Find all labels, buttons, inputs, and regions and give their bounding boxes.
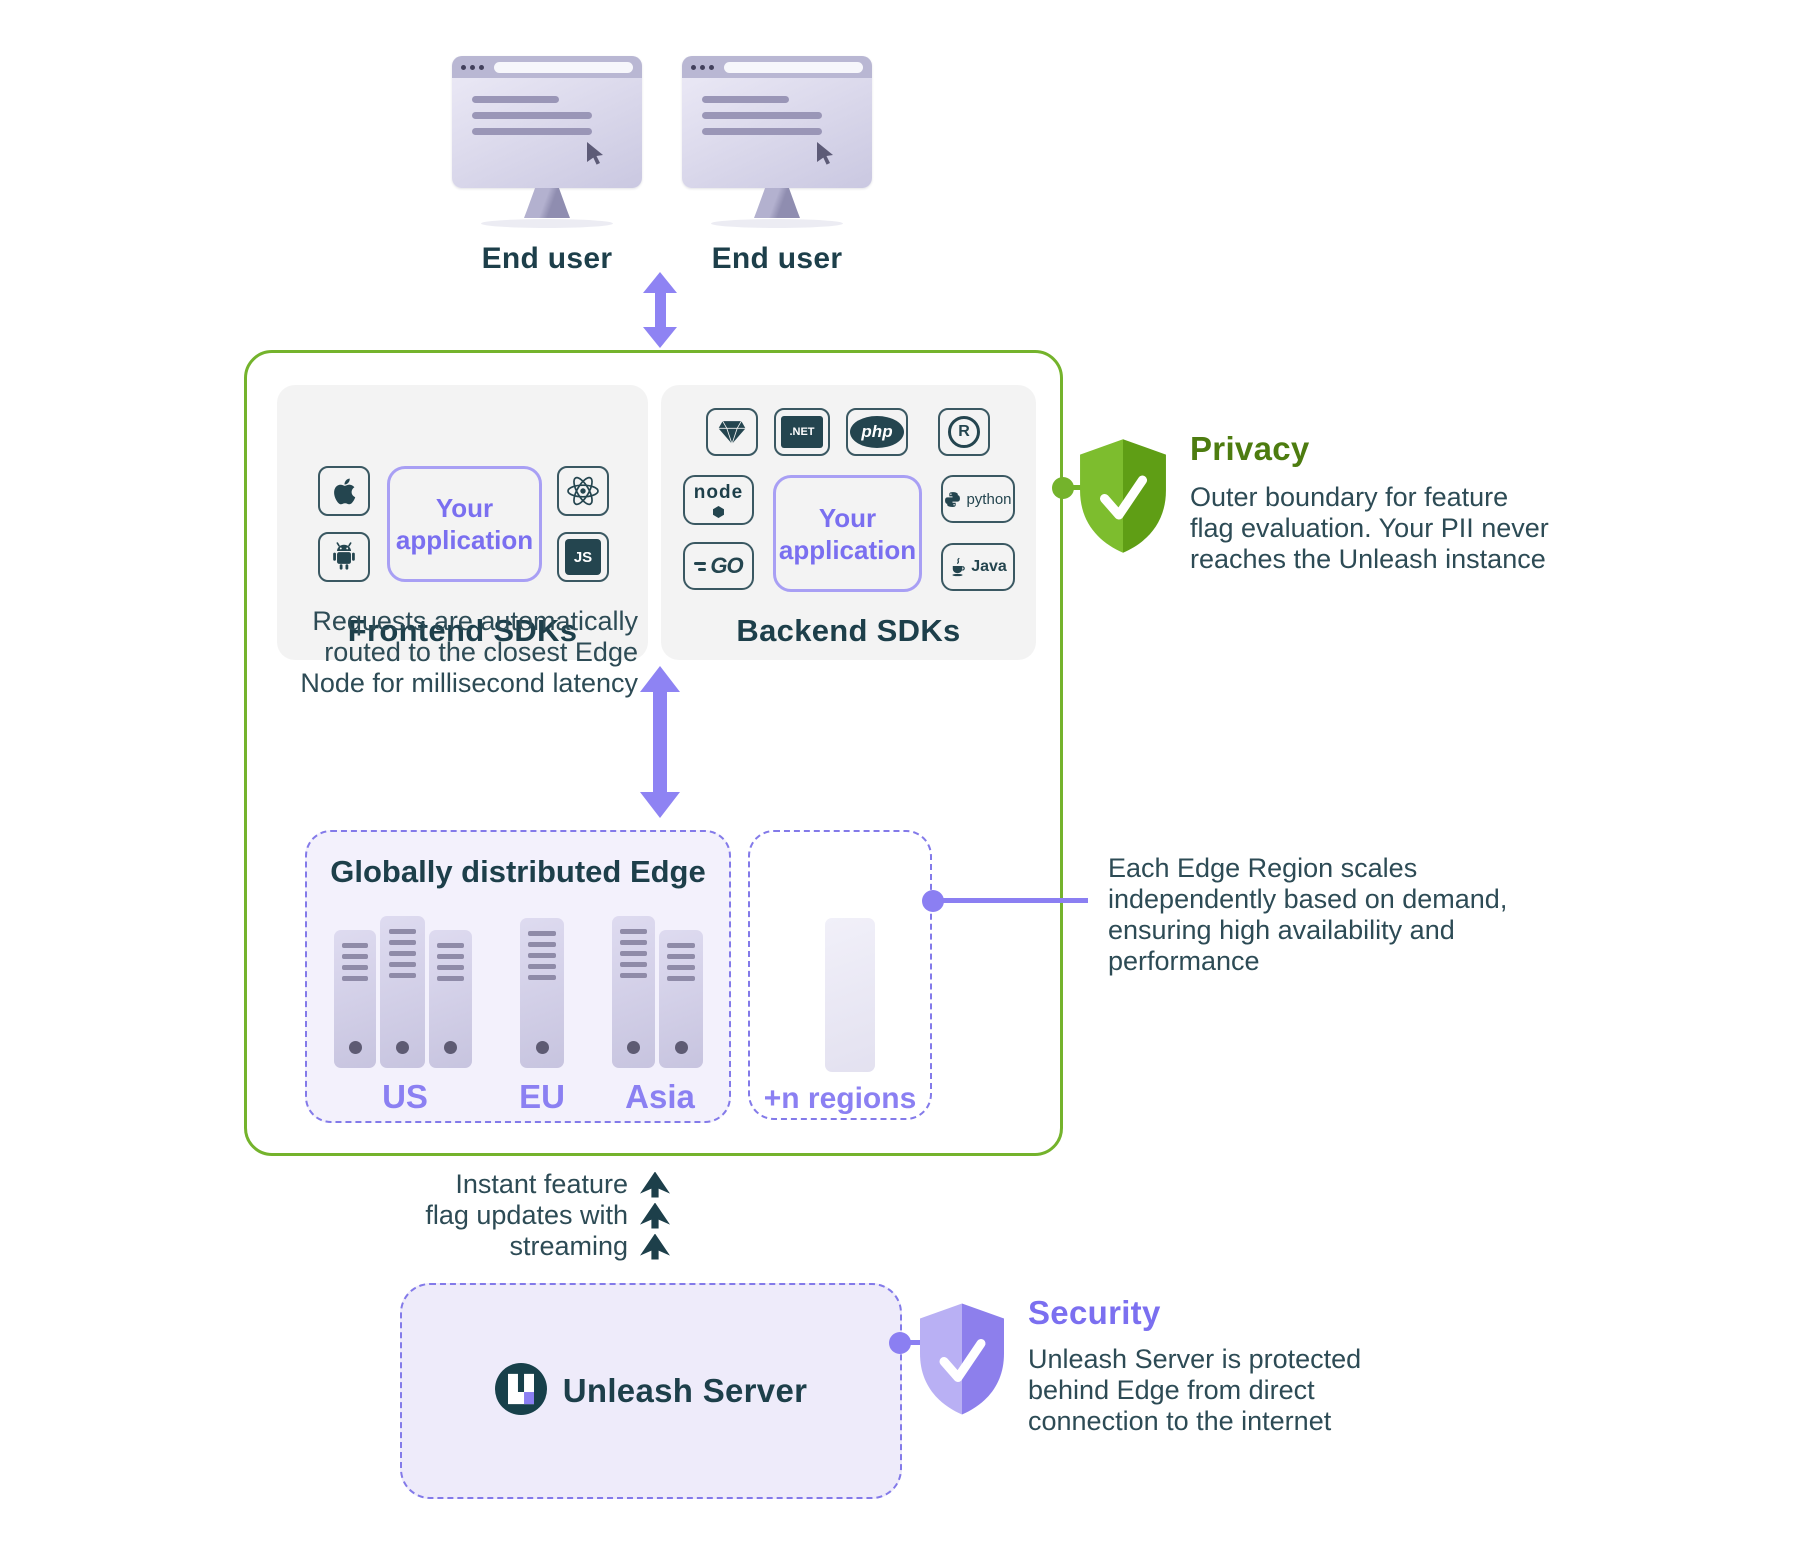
browser-titlebar xyxy=(682,56,872,78)
end-user-label: End user xyxy=(481,242,613,275)
privacy-boundary-box xyxy=(244,350,1063,1156)
rust-icon: R xyxy=(938,408,990,456)
unleash-logo-icon xyxy=(494,1362,547,1420)
cursor-icon xyxy=(586,142,606,171)
java-wordmark: Java xyxy=(971,558,1007,575)
edge-region-box: Globally distributed Edge US EU Asia xyxy=(305,830,731,1123)
cursor-icon xyxy=(816,142,836,171)
stream-up-arrow-icon xyxy=(640,1233,670,1260)
monitor-shadow xyxy=(481,219,613,228)
streaming-note-line: Instant feature xyxy=(455,1169,628,1199)
bidirectional-arrow-icon xyxy=(640,666,680,818)
end-user-monitor: End user xyxy=(682,56,872,276)
server-tower xyxy=(612,916,655,1068)
more-regions-box: +n regions xyxy=(748,830,932,1120)
security-title: Security xyxy=(1028,1294,1161,1331)
monitor-stand xyxy=(754,188,800,218)
python-icon: python xyxy=(941,475,1015,523)
security-connector-dot xyxy=(889,1332,911,1354)
address-bar xyxy=(724,61,863,73)
window-dot xyxy=(461,64,466,70)
python-wordmark: python xyxy=(966,490,1012,508)
privacy-connector-dot xyxy=(1052,477,1074,499)
privacy-shield-icon xyxy=(1078,436,1168,561)
dotnet-badge: .NET xyxy=(781,416,823,448)
window-dot xyxy=(709,64,714,70)
backend-sdks-panel: .NET php R node GO Your application xyxy=(661,385,1036,660)
end-user-label: End user xyxy=(711,242,843,275)
region-label-us: US xyxy=(382,1078,428,1115)
streaming-note-line: streaming xyxy=(509,1231,628,1261)
streaming-note-line: flag updates with xyxy=(425,1200,628,1230)
go-wordmark: GO xyxy=(710,553,743,578)
server-tower xyxy=(429,930,472,1068)
server-tower xyxy=(520,918,564,1068)
streaming-note: Instant feature flag updates with stream… xyxy=(310,1169,670,1262)
browser-titlebar xyxy=(452,56,642,78)
browser-window xyxy=(452,56,642,188)
dotnet-icon: .NET xyxy=(774,408,830,456)
your-application-box: Your application xyxy=(387,466,542,582)
your-application-box: Your application xyxy=(773,475,922,592)
ruby-icon xyxy=(706,408,758,456)
unleash-server-label: Unleash Server xyxy=(562,1372,808,1409)
unleash-server-box: Unleash Server xyxy=(400,1283,902,1499)
server-tower xyxy=(334,930,376,1068)
more-regions-label: +n regions xyxy=(763,1082,917,1115)
android-icon xyxy=(318,532,370,582)
backend-sdks-title: Backend SDKs xyxy=(736,613,961,648)
monitor-stand xyxy=(524,188,570,218)
server-tower xyxy=(659,930,703,1068)
node-hexagon xyxy=(712,506,724,518)
js-badge: JS xyxy=(565,539,601,575)
go-icon: GO xyxy=(683,542,754,590)
rust-badge: R xyxy=(948,416,980,448)
window-dot xyxy=(479,64,484,70)
faded-server-tower xyxy=(825,918,875,1072)
edge-note-connector-dot xyxy=(922,890,944,912)
stream-up-arrow-icon xyxy=(640,1202,670,1229)
apple-icon xyxy=(318,466,370,516)
php-icon: php xyxy=(846,408,908,456)
window-dot xyxy=(700,64,705,70)
end-user-monitor: End user xyxy=(452,56,642,276)
browser-window xyxy=(682,56,872,188)
php-badge: php xyxy=(850,416,904,448)
stream-up-arrow-icon xyxy=(640,1171,670,1198)
region-label-asia: Asia xyxy=(625,1078,695,1115)
window-dot xyxy=(691,64,696,70)
nodejs-icon: node xyxy=(683,475,754,525)
bidirectional-arrow-icon xyxy=(643,272,677,348)
react-icon xyxy=(557,466,609,516)
edge-note-connector-line xyxy=(940,898,1088,903)
server-tower xyxy=(380,916,425,1068)
window-dot xyxy=(470,64,475,70)
node-wordmark: node xyxy=(693,482,744,503)
page-content-lines xyxy=(452,78,642,135)
monitor-shadow xyxy=(711,219,843,228)
frontend-sdks-panel: Your application JS Frontend SDKs xyxy=(277,385,648,660)
javascript-icon: JS xyxy=(557,532,609,582)
privacy-title: Privacy xyxy=(1190,430,1310,467)
java-icon: Java xyxy=(941,543,1015,591)
frontend-sdks-title: Frontend SDKs xyxy=(347,613,578,648)
edge-title: Globally distributed Edge xyxy=(330,854,706,889)
page-content-lines xyxy=(682,78,872,135)
privacy-connector-line xyxy=(1060,485,1094,490)
address-bar xyxy=(494,61,633,73)
security-shield-icon xyxy=(918,1300,1006,1423)
region-label-eu: EU xyxy=(519,1078,565,1115)
